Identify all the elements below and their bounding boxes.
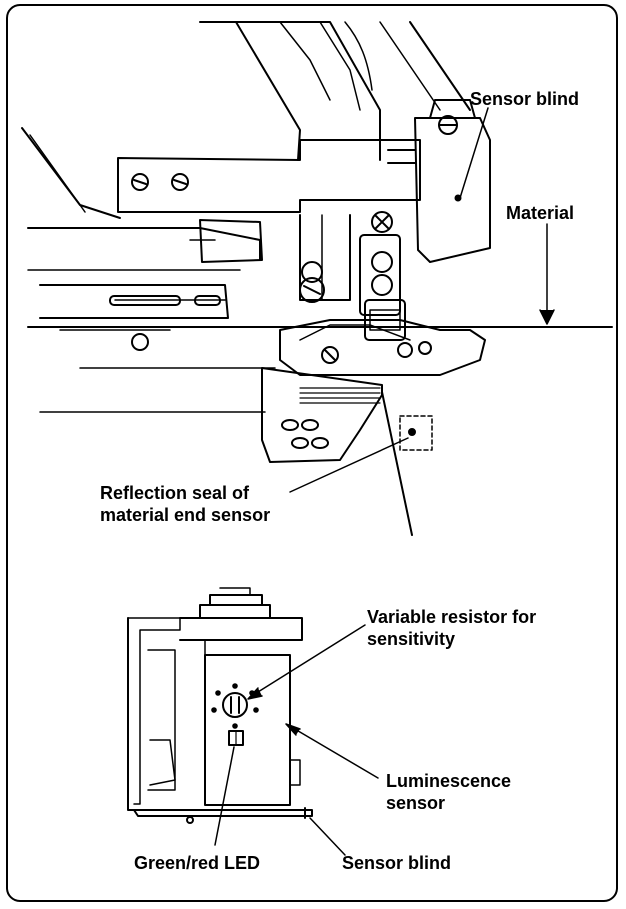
feed-plate — [27, 219, 613, 351]
label-reflection-seal: Reflection seal of material end sensor — [100, 483, 271, 525]
leader-lines-top — [289, 107, 555, 493]
label-material: Material — [506, 203, 575, 223]
sensor-unit — [127, 587, 313, 824]
needle-bar-assembly — [299, 211, 401, 316]
label-sensor-blind-bottom: Sensor blind — [342, 853, 452, 873]
figure-frame — [6, 4, 618, 902]
green-red-led — [228, 730, 244, 746]
presser-foot — [279, 299, 486, 376]
material-edge — [381, 391, 413, 536]
machine-arm — [21, 21, 471, 219]
sensor-blind-top — [387, 99, 491, 263]
bracket-plate — [117, 139, 421, 213]
leader-lines-bottom — [214, 624, 379, 856]
label-luminescence-sensor: Luminescence sensor — [386, 771, 512, 813]
label-variable-resistor: Variable resistor for sensitivity — [367, 607, 537, 649]
label-green-red-led: Green/red LED — [134, 853, 261, 873]
needle-plate — [39, 367, 383, 463]
variable-resistor — [211, 683, 259, 729]
reflection-seal-box — [399, 415, 433, 451]
label-sensor-blind-top: Sensor blind — [470, 89, 580, 109]
